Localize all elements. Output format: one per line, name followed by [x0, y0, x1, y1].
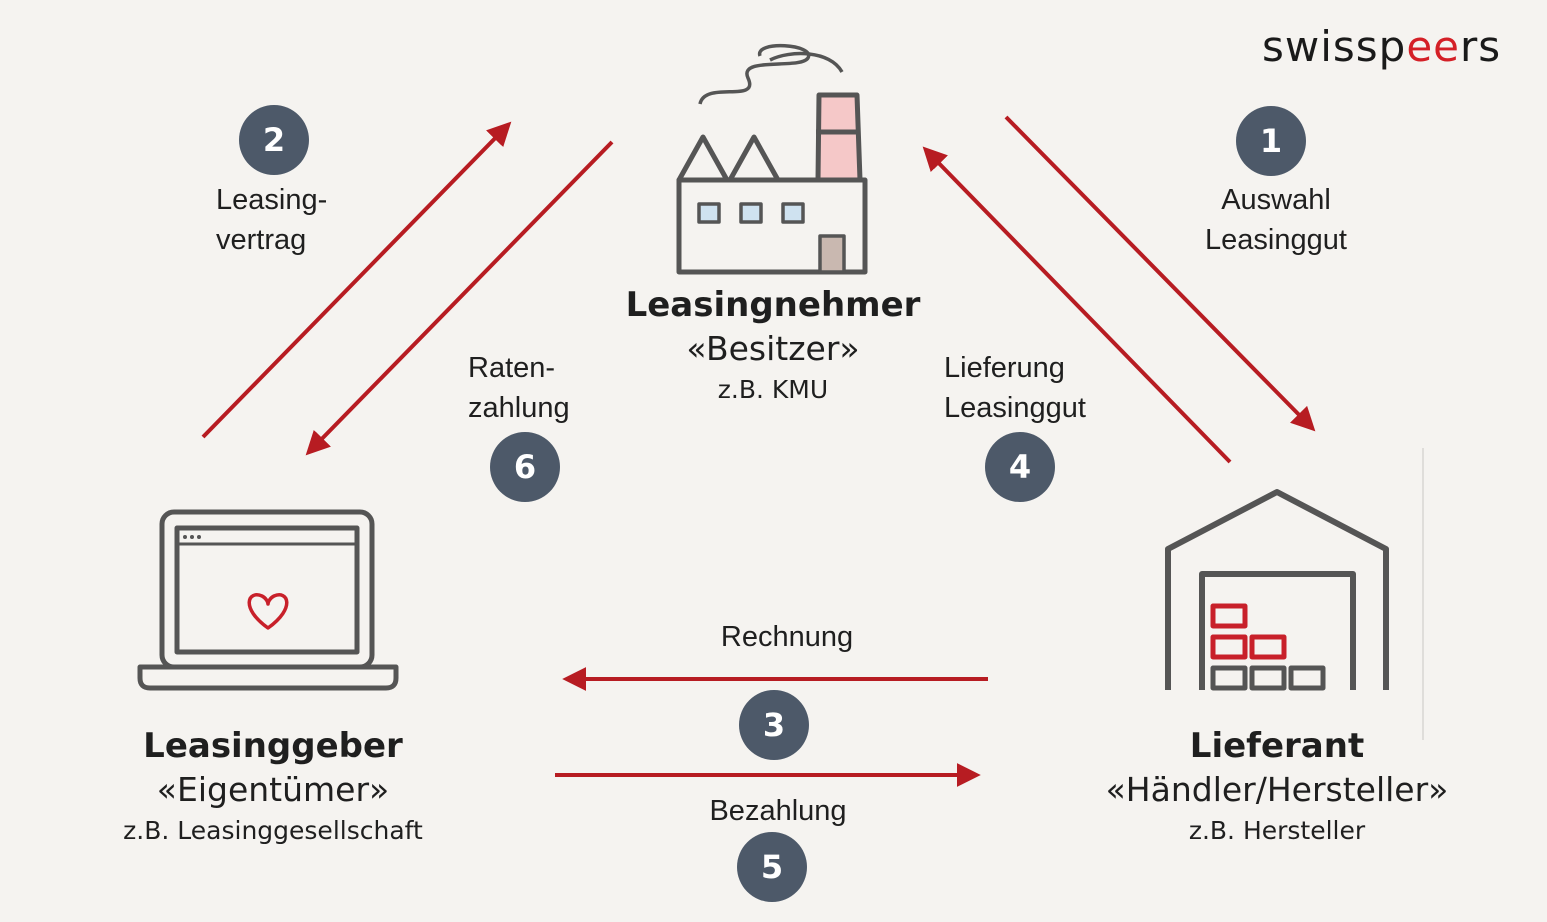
step-label-4-line-1: Lieferung: [944, 352, 1065, 384]
laptop-heart-icon: [137, 509, 399, 691]
step-label-4-line-2: Leasinggut: [944, 392, 1086, 424]
step-badge-3: 3: [739, 690, 809, 760]
step-badge-4: 4: [985, 432, 1055, 502]
party-supplier-name: Lieferant: [1189, 726, 1365, 766]
arrow-step-6-lessee-to-lessor: [305, 140, 614, 456]
party-supplier-role: «Händler/Hersteller»: [1105, 770, 1449, 809]
step-label-5: Bezahlung: [678, 791, 878, 831]
party-lessor: Leasinggeber «Eigentümer» z.B. Leasingge…: [73, 724, 473, 850]
step-label-3-line-1: Rechnung: [720, 621, 854, 653]
step-label-5-line-1: Bezahlung: [709, 795, 847, 827]
step-label-6-line-2: zahlung: [468, 392, 570, 424]
warehouse-icon: [1165, 489, 1389, 691]
party-lessor-name: Leasinggeber: [143, 726, 403, 766]
arrow-step-4-supplier-to-lessee: [922, 146, 1232, 464]
party-lessor-example: z.B. Leasinggesellschaft: [123, 816, 423, 845]
step-label-4: Lieferung Leasinggut: [944, 348, 1144, 428]
step-badge-2: 2: [239, 105, 309, 175]
step-label-6-line-1: Raten-: [468, 352, 556, 384]
step-label-2-line-1: Leasing-: [216, 184, 328, 216]
brand-logo: swisspeers: [1262, 22, 1502, 71]
step-label-1: Auswahl Leasinggut: [1176, 180, 1376, 260]
party-supplier: Lieferant «Händler/Hersteller» z.B. Hers…: [1077, 724, 1477, 850]
arrow-step-2-lessor-to-lessee: [201, 121, 512, 439]
arrow-step-1-lessee-to-supplier: [1004, 115, 1316, 432]
party-lessee-example: z.B. KMU: [717, 375, 829, 404]
arrows: [201, 115, 1316, 787]
factory-icon: [676, 44, 868, 275]
step-label-3: Rechnung: [687, 617, 887, 657]
step-label-2: Leasing- vertrag: [176, 180, 376, 260]
step-badge-1: 1: [1236, 106, 1306, 176]
step-badge-6: 6: [490, 432, 560, 502]
step-label-2-line-2: vertrag: [216, 224, 307, 256]
party-lessee-name: Leasingnehmer: [625, 285, 921, 325]
party-lessee-role: «Besitzer»: [686, 329, 860, 368]
step-label-6: Raten- zahlung: [468, 348, 628, 428]
step-label-1-line-2: Leasinggut: [1205, 224, 1347, 256]
step-badge-5: 5: [737, 832, 807, 902]
party-lessee: Leasingnehmer «Besitzer» z.B. KMU: [573, 283, 973, 409]
party-lessor-role: «Eigentümer»: [156, 770, 390, 809]
step-label-1-line-1: Auswahl: [1221, 184, 1331, 216]
party-supplier-example: z.B. Hersteller: [1188, 816, 1366, 845]
